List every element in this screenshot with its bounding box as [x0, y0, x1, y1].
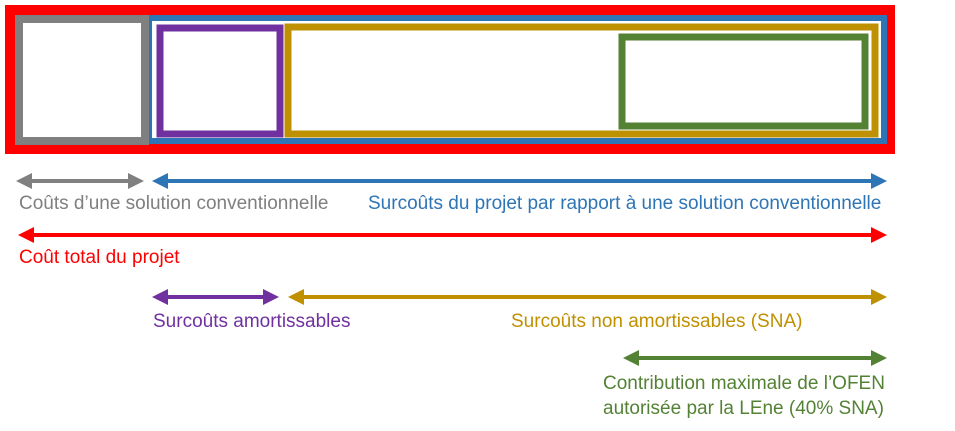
total-cost-label: Coût total du projet — [19, 247, 180, 268]
conventional-cost-box — [15, 15, 149, 145]
ofen-contribution-label-line2: autorisée par la LEne (40% SNA) — [603, 398, 884, 419]
amortizable-label: Surcoûts amortissables — [153, 311, 351, 332]
ofen-contribution-label-line1: Contribution maximale de l’OFEN — [603, 373, 885, 394]
non-amortizable-label: Surcoûts non amortissables (SNA) — [511, 311, 803, 332]
project-extra-cost-label: Surcoûts du projet par rapport à une sol… — [368, 193, 882, 214]
conventional-cost-label: Coûts d’une solution conventionnelle — [19, 193, 329, 214]
ofen-contribution-box — [618, 33, 869, 130]
amortizable-box — [156, 24, 284, 138]
